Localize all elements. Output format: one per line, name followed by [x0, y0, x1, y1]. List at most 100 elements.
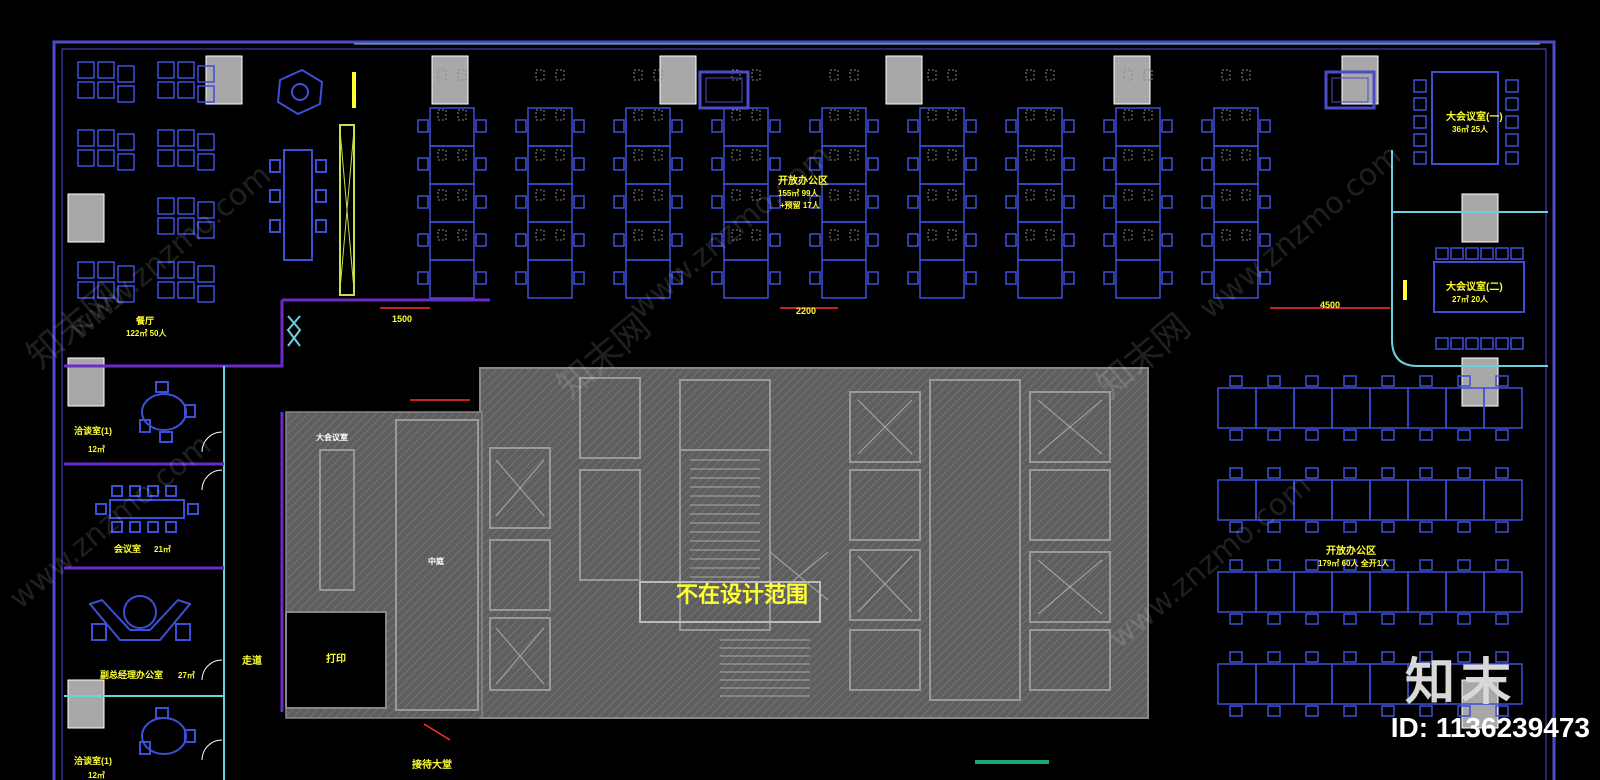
workstation-chair	[1103, 233, 1115, 247]
reserved-seat	[849, 109, 859, 121]
negotiation-table-1	[139, 381, 196, 443]
workstation-desk	[1331, 479, 1371, 521]
workstation-chair	[417, 233, 429, 247]
restaurant-tables	[77, 61, 215, 303]
workstation-desk	[919, 107, 965, 147]
workstation-chair	[907, 233, 919, 247]
workstation-chair	[1381, 521, 1395, 533]
workstation-chair	[1005, 119, 1017, 133]
workstation-chair	[1229, 429, 1243, 441]
workstation-desk	[919, 259, 965, 299]
workstation-chair	[1457, 467, 1471, 479]
workstation-chair	[1063, 119, 1075, 133]
workstation-chair	[671, 233, 683, 247]
workstation-chair	[711, 271, 723, 285]
reserved-seat	[555, 229, 565, 241]
reserved-seat	[927, 109, 937, 121]
reserved-seat	[437, 109, 447, 121]
dining-seat	[77, 81, 95, 99]
workstation-desk	[1213, 183, 1259, 223]
workstation-chair	[1229, 559, 1243, 571]
reserved-seat	[1221, 229, 1231, 241]
workstation-chair	[573, 157, 585, 171]
reserved-seat	[1025, 149, 1035, 161]
reserved-seat	[1221, 69, 1231, 81]
workstation-chair	[907, 271, 919, 285]
workstation-chair	[907, 157, 919, 171]
label-meeting-room-title: 会议室	[114, 543, 141, 554]
reserved-seat	[1045, 149, 1055, 161]
image-id: ID: 1136239473	[1390, 712, 1590, 743]
core-area	[479, 367, 1149, 719]
reserved-seat	[1123, 149, 1133, 161]
label-negotiation-1-title: 洽谈室(1)	[74, 425, 112, 436]
workstation-chair	[867, 157, 879, 171]
dining-seat	[157, 261, 175, 279]
workstation-desk	[723, 107, 769, 147]
label-restaurant-title: 餐厅	[135, 315, 154, 326]
meeting-chair	[1413, 133, 1427, 147]
workstation-chair	[1201, 233, 1213, 247]
meeting-chair	[1413, 151, 1427, 165]
reserved-seat	[849, 189, 859, 201]
meeting-chair	[1413, 79, 1427, 93]
dining-seat	[97, 281, 115, 299]
reserved-seat	[1025, 69, 1035, 81]
reserved-seat	[1123, 69, 1133, 81]
reserved-seat	[555, 189, 565, 201]
workstation-chair	[1259, 271, 1271, 285]
workstation-chair	[1457, 429, 1471, 441]
dimension-label-1: 1500	[392, 314, 412, 324]
meeting-chair	[1510, 337, 1524, 350]
green-bar	[975, 760, 1049, 764]
workstation-chair	[1201, 271, 1213, 285]
workstation-chair	[515, 119, 527, 133]
dining-seat	[97, 261, 115, 279]
dining-seat	[177, 197, 195, 215]
workstation-chair	[1267, 705, 1281, 717]
workstation-chair	[1457, 375, 1471, 387]
label-restaurant-area: 122㎡ 50人	[126, 328, 167, 338]
workstation-chair	[1229, 651, 1243, 663]
workstation-chair	[1305, 651, 1319, 663]
workstation-chair	[1457, 521, 1471, 533]
workstation-desk	[1255, 663, 1295, 705]
reserved-seat	[437, 189, 447, 201]
dining-seat	[177, 261, 195, 279]
workstation-desk	[429, 183, 475, 223]
workstation-desk	[1213, 107, 1259, 147]
dining-seat	[197, 201, 215, 219]
workstation-chair	[573, 271, 585, 285]
workstation-chair	[1161, 233, 1173, 247]
workstation-chair	[1063, 233, 1075, 247]
workstation-desk	[1445, 571, 1485, 613]
meeting-room-1-table	[1431, 71, 1499, 165]
workstation-chair	[1063, 195, 1075, 209]
stair-lines	[690, 459, 810, 697]
workstation-chair	[1381, 429, 1395, 441]
workstation-desk	[1017, 145, 1063, 185]
workstation-desk	[1213, 259, 1259, 299]
workstation-chair	[1305, 613, 1319, 625]
column	[1461, 193, 1499, 243]
workstation-chair	[1343, 467, 1357, 479]
dining-seat	[157, 149, 175, 167]
workstation-desk	[1017, 259, 1063, 299]
workstation-desk	[1331, 571, 1371, 613]
workstation-desk	[625, 145, 671, 185]
workstation-desk	[919, 145, 965, 185]
workstation-desk	[1213, 145, 1259, 185]
reserved-seat	[927, 229, 937, 241]
open-office-a-desks	[417, 69, 1271, 299]
workstation-chair	[965, 157, 977, 171]
reserved-seat	[653, 189, 663, 201]
workstation-chair	[1259, 233, 1271, 247]
reserved-seat	[947, 229, 957, 241]
workstation-chair	[1343, 559, 1357, 571]
dining-seat	[77, 129, 95, 147]
dining-seat	[177, 281, 195, 299]
workstation-desk	[1293, 663, 1333, 705]
manager-desk	[88, 595, 192, 641]
workstation-desk	[1217, 571, 1257, 613]
brand-logo: 知末	[1405, 653, 1517, 711]
